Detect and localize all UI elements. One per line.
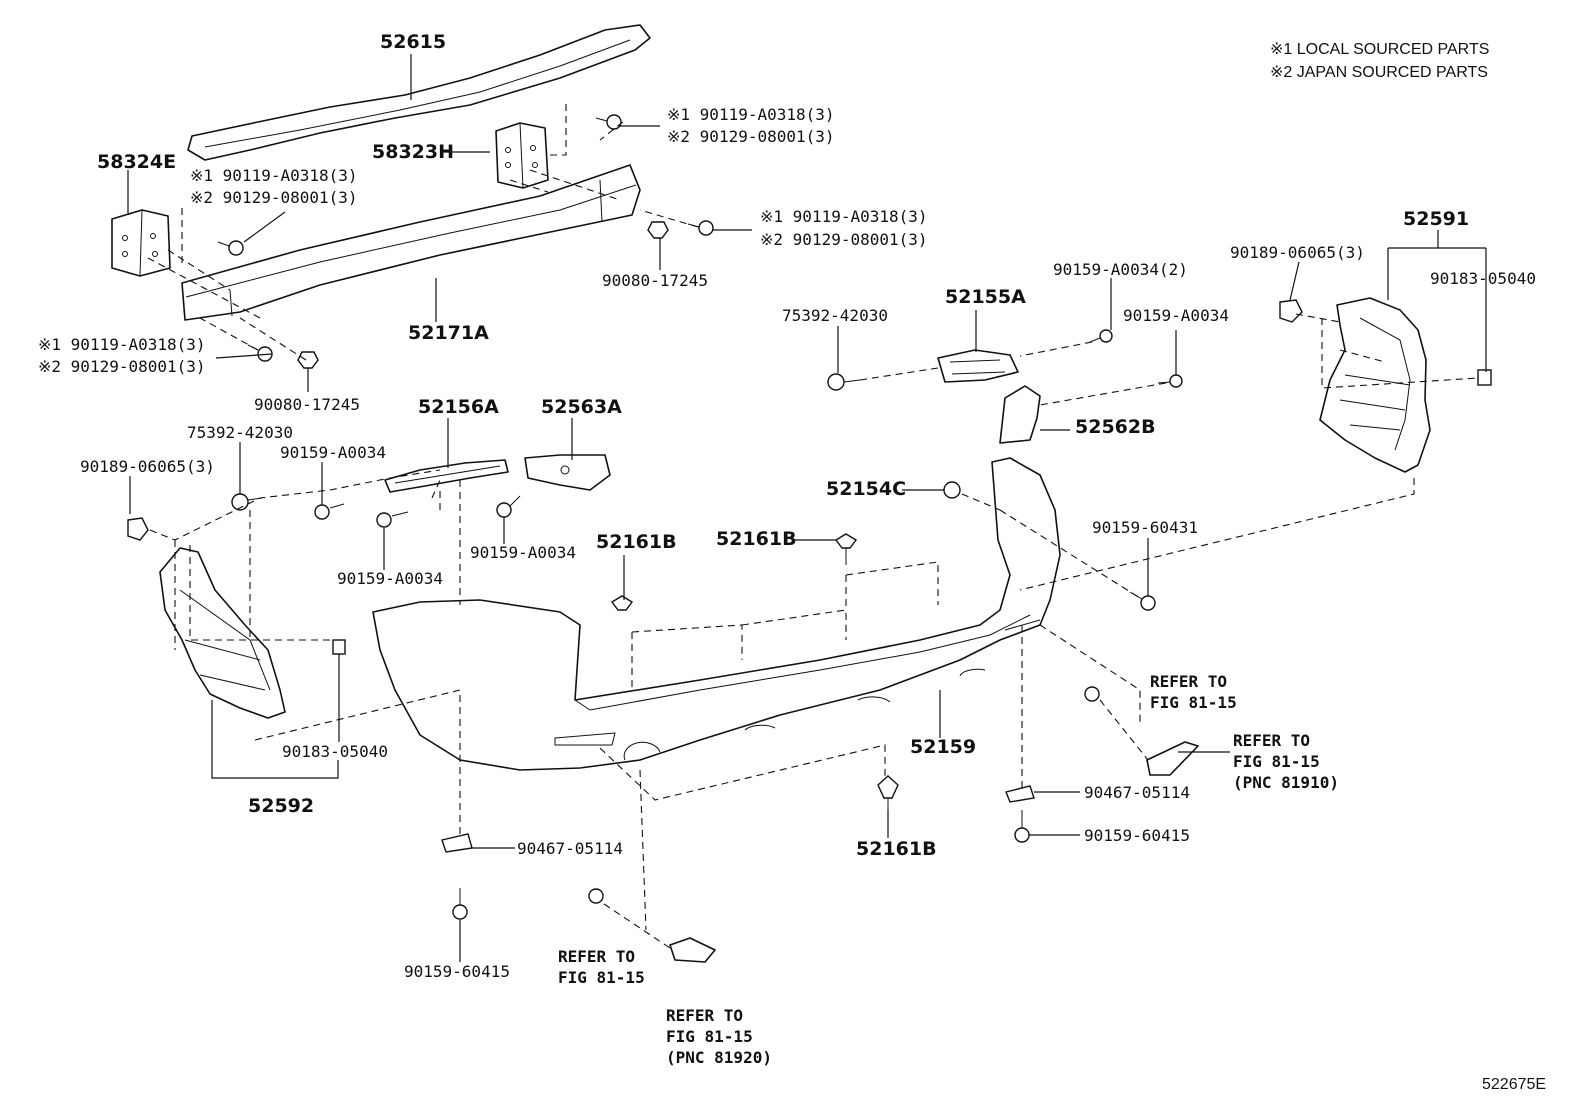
label-screw-l-3: 90159-A0034 — [337, 569, 443, 588]
refer-bottom-1: REFER TO FIG 81-15 — [558, 947, 645, 987]
label-90159-60431: 90159-60431 — [1092, 518, 1198, 537]
bolt-icon-1 — [595, 114, 622, 130]
legend-japan-sourced: ※2 JAPAN SOURCED PARTS — [1270, 64, 1488, 81]
clip-icon-52161B-l — [610, 595, 634, 611]
reflector-bottom — [669, 937, 716, 963]
screw-icon-r1 — [1089, 329, 1113, 343]
label-bolt-low-2: ※2 90129-08001(3) — [38, 357, 206, 376]
clip-icon-l2 — [231, 493, 263, 511]
screw-icon-60415-l — [452, 888, 468, 920]
refer-bottom-2: REFER TO FIG 81-15 (PNC 81920) — [666, 1006, 772, 1067]
label-52592: 52592 — [248, 795, 315, 817]
bolt-icon-3 — [217, 240, 244, 256]
label-52563A: 52563A — [541, 396, 622, 418]
label-60415-l: 90159-60415 — [404, 962, 510, 981]
refer-right-1: REFER TO FIG 81-15 — [1150, 672, 1237, 712]
label-bolt-top-2: ※2 90129-08001(3) — [667, 127, 835, 146]
label-bolt-top-1: ※1 90119-A0318(3) — [667, 105, 835, 124]
retainer-52592 — [159, 547, 286, 719]
label-bolt-left-2: ※2 90129-08001(3) — [190, 188, 358, 207]
label-75392-l: 75392-42030 — [187, 423, 293, 442]
clip-icon-r — [1279, 299, 1303, 323]
label-screw-90159-r: 90159-A0034 — [1123, 306, 1229, 325]
screw-icon-r2 — [1157, 374, 1183, 388]
label-nut-l-90183: 90183-05040 — [282, 742, 388, 761]
assembly-guide-lines — [147, 104, 1479, 949]
bracket-52563A — [524, 454, 611, 491]
bracket-58324E — [111, 209, 171, 277]
label-screw-90159-2: 90159-A0034(2) — [1053, 260, 1188, 279]
clip-icon-l — [127, 517, 149, 541]
nut-icon-2 — [297, 351, 319, 369]
label-screw-l-2: 90159-A0034 — [470, 543, 576, 562]
clip-icon-52154C — [943, 481, 961, 499]
bracket-52155A — [937, 349, 1019, 383]
label-bolt-left-1: ※1 90119-A0318(3) — [190, 166, 358, 185]
bolt-icon-2 — [687, 220, 714, 236]
label-90467-l: 90467-05114 — [517, 839, 623, 858]
label-58324E: 58324E — [97, 151, 177, 173]
label-75392-r: 75392-42030 — [782, 306, 888, 325]
nut-icon-1 — [647, 221, 669, 239]
label-52159: 52159 — [910, 736, 977, 758]
label-clip-r-90189: 90189-06065(3) — [1230, 243, 1365, 262]
bracket-58323H — [495, 122, 549, 189]
label-52154C: 52154C — [826, 478, 907, 500]
nut-icon-r — [1477, 369, 1492, 386]
reflector-right — [1146, 741, 1199, 776]
legend-local-sourced: ※1 LOCAL SOURCED PARTS — [1270, 41, 1490, 58]
label-52156A: 52156A — [418, 396, 499, 418]
label-bolt-right-2: ※2 90129-08001(3) — [760, 230, 928, 249]
screw-icon-l2 — [376, 511, 409, 528]
screw-icon-ref-b — [588, 888, 604, 904]
label-52161B-center: 52161B — [716, 528, 797, 550]
leader-lines — [127, 54, 1487, 962]
bumper-cover-52159 — [372, 457, 1061, 771]
label-58323H: 58323H — [372, 141, 455, 163]
energy-absorber-52615 — [187, 24, 651, 161]
label-screw-l-1: 90159-A0034 — [280, 443, 386, 462]
label-52161B-bottom: 52161B — [856, 838, 937, 860]
screw-icon-ref-r — [1084, 686, 1100, 702]
bracket-52562B — [999, 385, 1041, 444]
label-60415-r: 90159-60415 — [1084, 826, 1190, 845]
label-52562B: 52562B — [1075, 416, 1156, 438]
nut-icon-90467-r — [1005, 785, 1035, 803]
label-nut-r-90183: 90183-05040 — [1430, 269, 1536, 288]
bolt-icon-4 — [247, 344, 273, 362]
reinforcement-52171A — [181, 164, 641, 321]
screw-icon-l1 — [314, 503, 345, 520]
refer-right-2: REFER TO FIG 81-15 (PNC 81910) — [1233, 731, 1339, 792]
label-nut-left: 90080-17245 — [254, 395, 360, 414]
label-52591: 52591 — [1403, 208, 1470, 230]
clip-icon-r2 — [827, 373, 861, 391]
label-52171A: 52171A — [408, 322, 489, 344]
nut-icon-90467-l — [441, 833, 473, 853]
figure-id: 522675E — [1482, 1076, 1547, 1093]
nut-icon-l — [332, 639, 346, 655]
label-bolt-low-1: ※1 90119-A0318(3) — [38, 335, 206, 354]
bracket-52156A — [384, 459, 509, 493]
label-52155A: 52155A — [945, 286, 1026, 308]
label-nut-right: 90080-17245 — [602, 271, 708, 290]
label-90467-r: 90467-05114 — [1084, 783, 1190, 802]
clip-icon-52161B-b — [877, 775, 899, 810]
clip-icon-52161B-c — [834, 533, 858, 565]
screw-icon-60415-r — [1014, 810, 1030, 843]
label-52161B-left: 52161B — [596, 531, 677, 553]
label-52615: 52615 — [380, 31, 447, 53]
label-bolt-right-1: ※1 90119-A0318(3) — [760, 207, 928, 226]
screw-icon-l3 — [496, 495, 521, 518]
label-clip-l-90189: 90189-06065(3) — [80, 457, 215, 476]
